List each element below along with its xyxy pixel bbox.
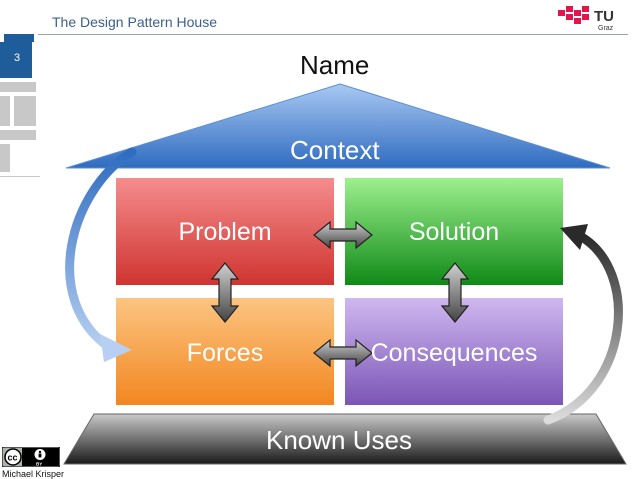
- context-label: Context: [290, 135, 380, 165]
- logo-text: TU: [594, 8, 614, 25]
- known-uses-base: [63, 413, 627, 465]
- slide-title: The Design Pattern House: [52, 14, 217, 30]
- pattern-name-label: Name: [300, 50, 370, 80]
- logo-subtext: Graz: [598, 25, 614, 32]
- author-credit: Michael Krisper: [2, 469, 65, 479]
- solution-consequences-arrow: [440, 262, 470, 323]
- svg-text:cc: cc: [8, 453, 18, 463]
- slide-number: 3: [14, 52, 21, 64]
- solution-label: Solution: [408, 218, 500, 246]
- forces-consequences-arrow: [313, 338, 373, 368]
- title-divider: [38, 34, 628, 35]
- problem-label: Problem: [178, 218, 272, 246]
- known-uses-label: Known Uses: [266, 425, 412, 455]
- cc-by-icon: cc BY: [2, 447, 60, 467]
- consequences-label: Consequences: [370, 339, 538, 367]
- problem-solution-arrow: [313, 220, 373, 250]
- right-arrow-head: [560, 224, 588, 250]
- institute-logo: [0, 30, 40, 177]
- forces-label: Forces: [186, 339, 264, 367]
- svg-text:BY: BY: [36, 462, 42, 467]
- left-arrow-head: [100, 334, 132, 362]
- right-curved-arrow: [543, 231, 623, 425]
- left-curved-arrow: [65, 147, 137, 353]
- context-roof: [65, 83, 611, 169]
- problem-forces-arrow: [210, 262, 240, 323]
- tu-graz-logo: TU Graz: [558, 6, 614, 32]
